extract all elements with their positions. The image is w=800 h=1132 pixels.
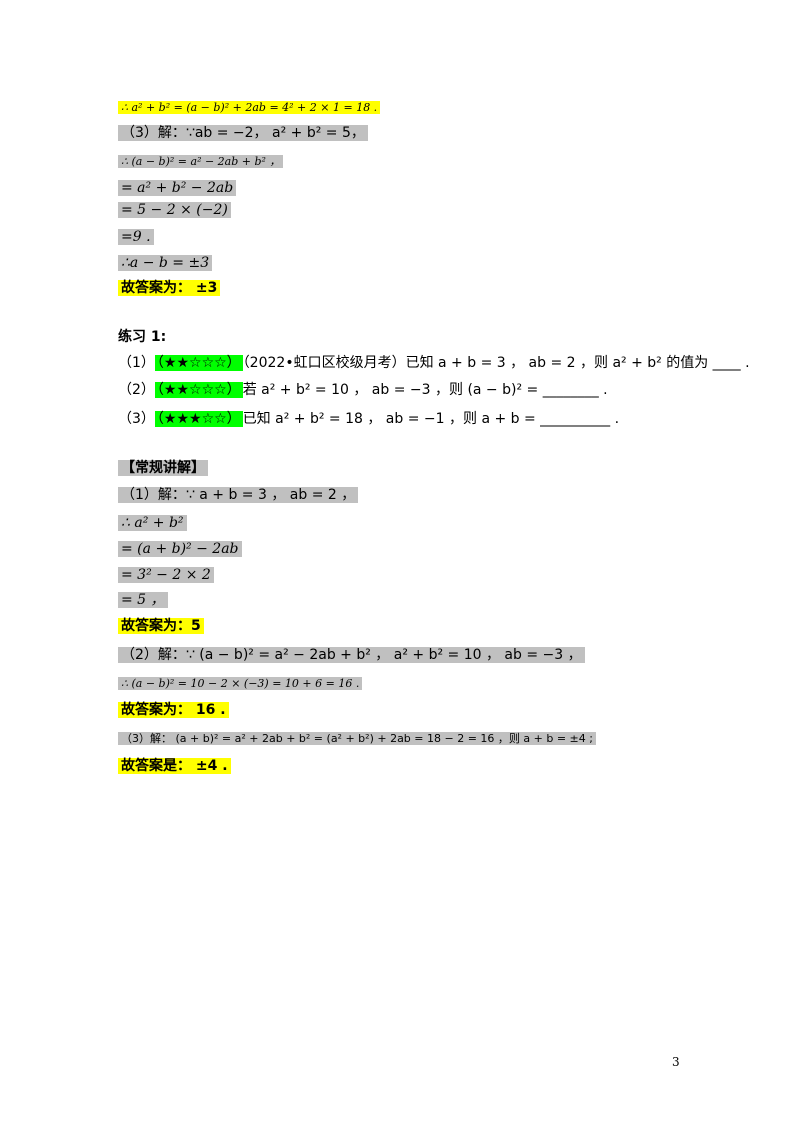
math-line: = a² + b² − 2ab xyxy=(118,180,237,196)
highlight-yellow: ∴ a² + b² = (a − b)² + 2ab = 4² + 2 × 1 … xyxy=(118,101,381,114)
solution-3-line: （3）解： (a + b)² = a² + 2ab + b² = (a² + b… xyxy=(118,727,596,750)
line-1: ∴ a² + b² = (a − b)² + 2ab = 4² + 2 × 1 … xyxy=(118,96,381,119)
solution-1-heading: （1）解：∵ a + b = 3 ， ab = 2 ， xyxy=(118,484,359,506)
math-line: =9 . xyxy=(118,229,154,245)
answer-line: 故答案是： ±4 . xyxy=(118,755,231,777)
question-2: （2）（★★☆☆☆）若 a² + b² = 10 ， ab = −3 ，则 (a… xyxy=(118,382,608,398)
difficulty-stars: （★★★☆☆） xyxy=(154,411,243,427)
math-line: ∴ (a − b)² = 10 − 2 × (−3) = 10 + 6 = 16… xyxy=(118,672,363,695)
answer-line: 故答案为： ±3 xyxy=(118,280,221,296)
math-line: = 5 ， xyxy=(118,589,168,611)
math-line: = 5 − 2 × (−2) xyxy=(118,202,231,218)
answer-line: 故答案为： 16 . xyxy=(118,699,229,721)
line-5: = 5 − 2 × (−2) xyxy=(118,199,231,221)
section-heading: 【常规讲解】 xyxy=(118,457,208,479)
page-number: 3 xyxy=(672,1055,680,1069)
math-line: ∴a − b = ±3 xyxy=(118,255,213,271)
question-1: （1）（★★☆☆☆）（2022•虹口区校级月考）已知 a + b = 3 ， a… xyxy=(118,355,750,371)
line-3: ∴ (a − b)² = a² − 2ab + b² ， xyxy=(118,150,284,173)
line-6: =9 . xyxy=(118,226,154,248)
question-3: （3）（★★★☆☆）已知 a² + b² = 18 ， ab = −1 ，则 a… xyxy=(118,411,620,427)
line-2: （3）解：∵ab = −2， a² + b² = 5， xyxy=(118,122,368,144)
math-line: ∴ (a − b)² = a² − 2ab + b² ， xyxy=(118,155,284,168)
math-line: = 3² − 2 × 2 xyxy=(118,564,214,586)
line-7: ∴a − b = ±3 xyxy=(118,252,213,274)
solution-3-heading: （3）解：∵ab = −2， a² + b² = 5， xyxy=(118,125,368,141)
math-line: = (a + b)² − 2ab xyxy=(118,538,242,560)
solution-2-heading: （2）解：∵ (a − b)² = a² − 2ab + b² ， a² + b… xyxy=(118,644,585,666)
difficulty-stars: （★★☆☆☆） xyxy=(154,355,243,371)
line-4: = a² + b² − 2ab xyxy=(118,177,237,199)
answer-line: 故答案为：5 xyxy=(118,615,204,637)
math-line: ∴ a² + b² xyxy=(118,512,187,534)
line-8: 故答案为： ±3 xyxy=(118,277,221,299)
difficulty-stars: （★★☆☆☆） xyxy=(154,382,243,398)
exercise-title: 练习 1: xyxy=(118,329,167,345)
